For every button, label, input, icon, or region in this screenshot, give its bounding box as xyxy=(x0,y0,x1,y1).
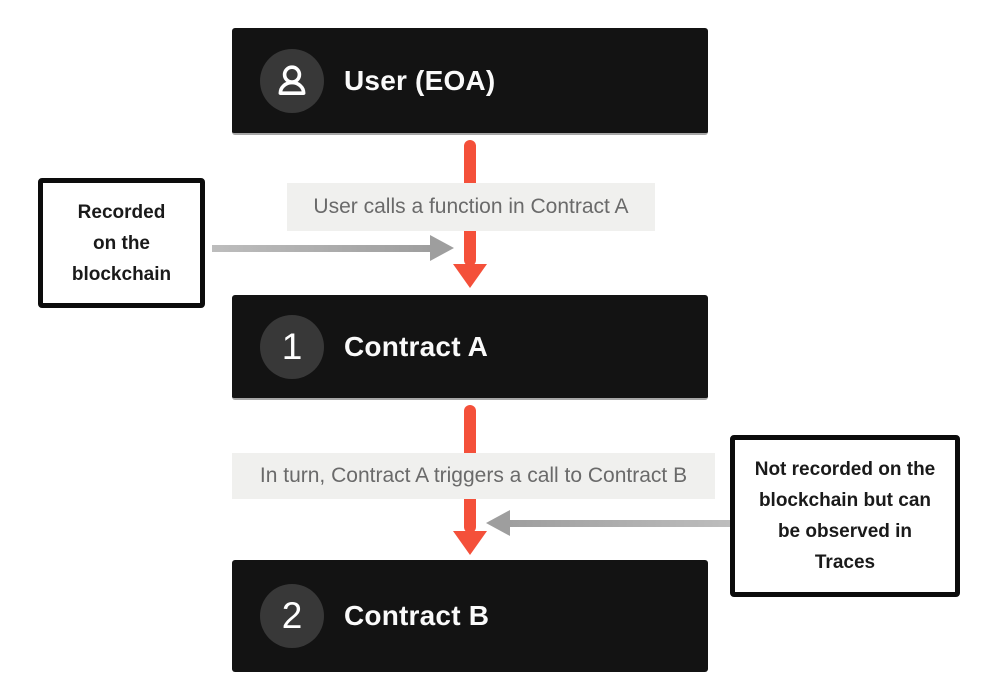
note-right-arrowhead-icon xyxy=(486,510,510,536)
call-arrow-1-arrowhead-icon xyxy=(453,264,487,288)
node-label-contract-b: Contract B xyxy=(344,600,490,631)
step-1-badge: 1 xyxy=(260,315,324,379)
note-left-arrow-line xyxy=(212,245,432,252)
node-contract-b: 2 Contract B xyxy=(232,560,708,672)
node-label-contract-a: Contract A xyxy=(344,330,489,362)
note-left-arrowhead-icon xyxy=(430,235,454,261)
node-label-user: User (EOA) xyxy=(344,64,496,96)
user-avatar-badge xyxy=(260,49,324,113)
note-recorded-on-blockchain: Recorded on the blockchain xyxy=(38,178,205,308)
node-user-eoa: User (EOA) xyxy=(232,28,708,135)
note-not-recorded-traces: Not recorded on the blockchain but can b… xyxy=(730,435,960,597)
edge-label-contract-a-calls-contract-b: In turn, Contract A triggers a call to C… xyxy=(232,453,715,499)
call-arrow-2-arrowhead-icon xyxy=(453,531,487,555)
step-2-badge: 2 xyxy=(260,584,324,648)
edge-label-user-calls-contract-a: User calls a function in Contract A xyxy=(287,183,655,231)
note-right-arrow-line xyxy=(508,520,730,527)
user-icon xyxy=(274,63,310,99)
node-contract-a: 1 Contract A xyxy=(232,295,708,400)
